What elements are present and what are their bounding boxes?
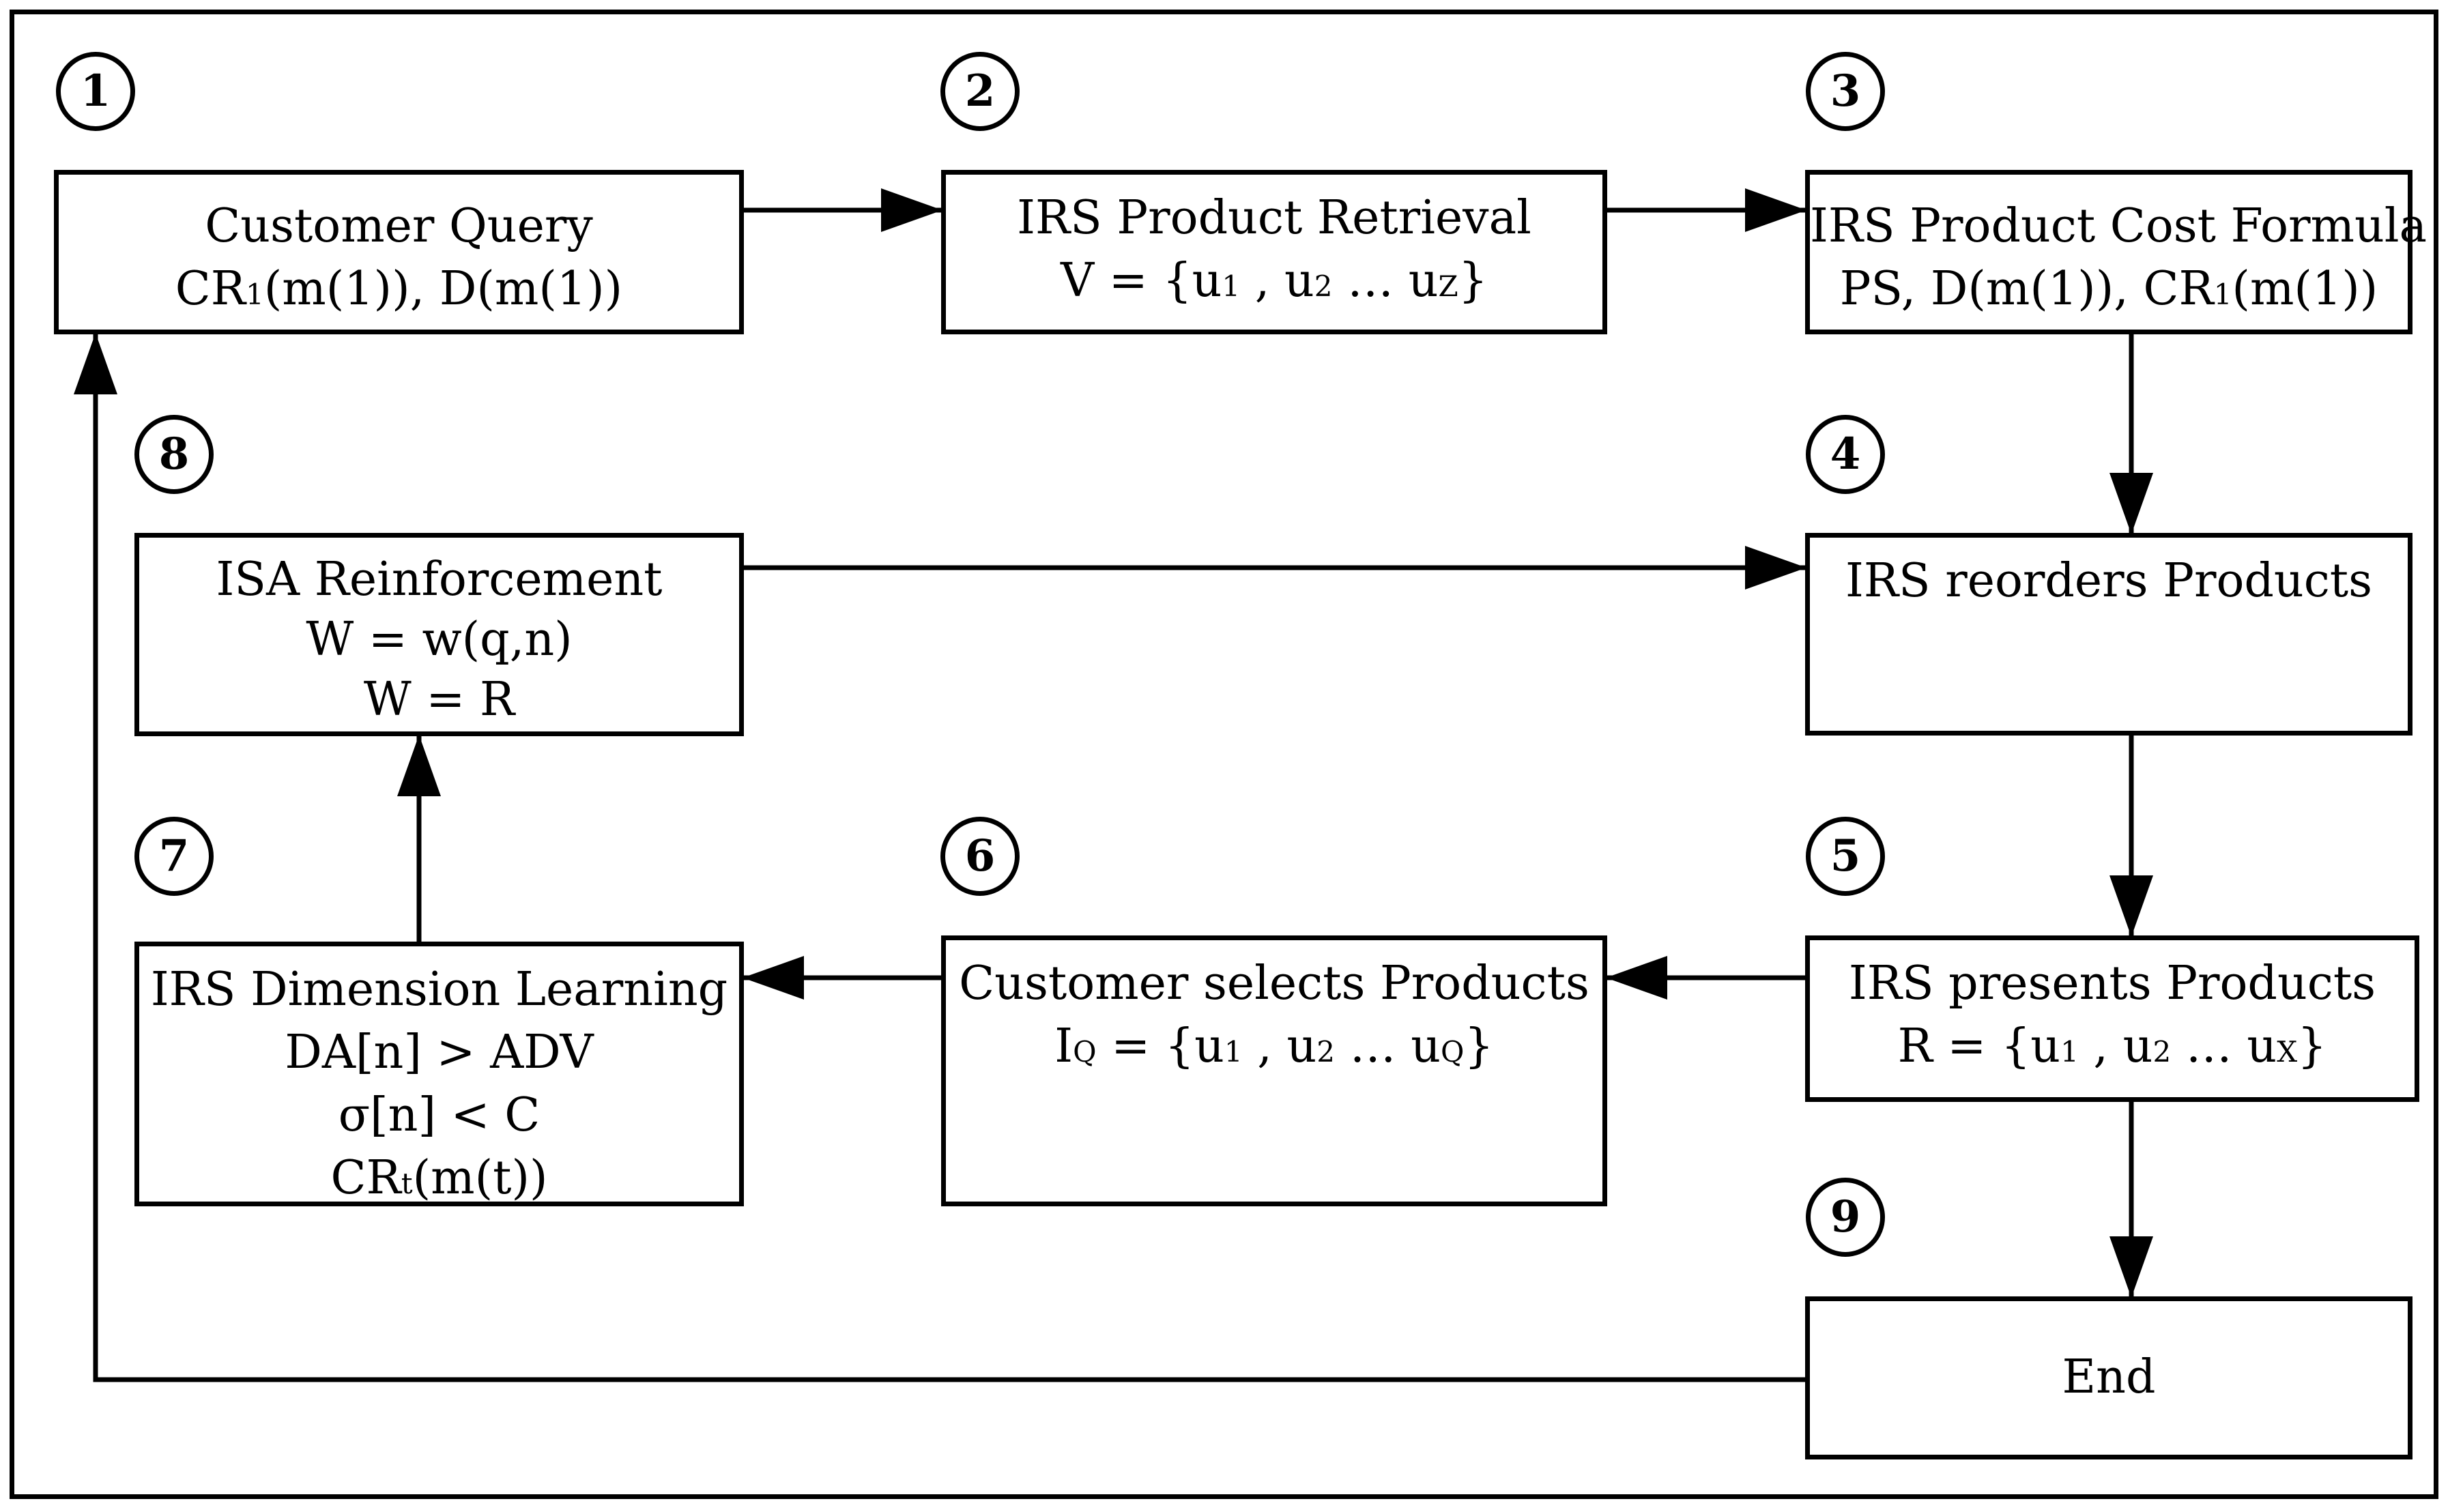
- subscript: 2: [2152, 1035, 2172, 1068]
- subscript: 1: [1222, 270, 1241, 303]
- step-box-4: IRS reorders Products: [1805, 533, 2412, 736]
- arrow-9-to-1: [74, 333, 1805, 1382]
- step-text-line: Customer Query: [205, 199, 593, 253]
- subscript: 1: [246, 278, 264, 311]
- step-box-9: End: [1805, 1296, 2412, 1459]
- step-number-badge: 9: [1806, 1178, 1885, 1257]
- subscript: X: [2277, 1035, 2298, 1068]
- step-number-badge: 6: [940, 817, 1020, 896]
- subscript: 1: [2060, 1035, 2079, 1068]
- step-text-line: V = {u1 , u2 … uZ}: [1061, 254, 1488, 308]
- step-text-line: IRS Product Retrieval: [1017, 191, 1531, 245]
- step-box-2: IRS Product Retrieval V = {u1 , u2 … uZ}: [941, 170, 1607, 334]
- step-number-badge: 5: [1806, 817, 1885, 896]
- step-number-badge: 4: [1806, 415, 1885, 494]
- step-text-line: IRS presents Products: [1848, 957, 2376, 1011]
- step-text-line: W = R: [363, 673, 515, 727]
- step-text-line: PS, D(m(1)), CR1(m(1)): [1839, 262, 2378, 316]
- subscript: Q: [1441, 1035, 1465, 1068]
- step-number-badge: 7: [134, 817, 214, 896]
- subscript: Q: [1073, 1035, 1097, 1068]
- step-text-line: IRS reorders Products: [1845, 554, 2373, 608]
- step-box-8: ISA Reinforcement W = w(q,n) W = R: [134, 533, 744, 736]
- step-text-line: End: [2062, 1350, 2156, 1404]
- step-text-line: CR1(m(1)), D(m(1)): [175, 262, 623, 316]
- step-number-badge: 3: [1806, 52, 1885, 131]
- subscript: 2: [1316, 1035, 1335, 1068]
- subscript: Z: [1438, 270, 1458, 303]
- step-text-line: Customer selects Products: [959, 957, 1589, 1011]
- step-text-line: DA[n] > ADV: [285, 1026, 594, 1079]
- subscript: 2: [1314, 270, 1333, 303]
- step-text-line: ISA Reinforcement: [216, 553, 663, 607]
- step-text-line: IRS Dimension Learning: [150, 963, 728, 1017]
- subscript: 1: [2213, 278, 2232, 311]
- diagram-frame: [10, 10, 2438, 1499]
- step-text-line: W = w(q,n): [306, 613, 573, 667]
- step-number-badge: 8: [134, 415, 214, 494]
- step-box-5: IRS presents Products R = {u1 , u2 … uX}: [1805, 935, 2419, 1102]
- step-number-badge: 1: [56, 52, 135, 131]
- step-text-line: σ[n] < C: [338, 1088, 541, 1142]
- subscript: 1: [1224, 1035, 1243, 1068]
- step-box-6: Customer selects Products IQ = {u1 , u2 ……: [941, 935, 1607, 1206]
- step-text-line: IQ = {u1 , u2 … uQ}: [1054, 1019, 1494, 1073]
- step-text-line: R = {u1 , u2 … uX}: [1897, 1019, 2327, 1073]
- step-text-line: IRS Product Cost Formula: [1810, 199, 2428, 253]
- step-text-line: CRt(m(t)): [330, 1151, 548, 1205]
- step-number-badge: 2: [940, 52, 1020, 131]
- subscript: t: [401, 1167, 413, 1200]
